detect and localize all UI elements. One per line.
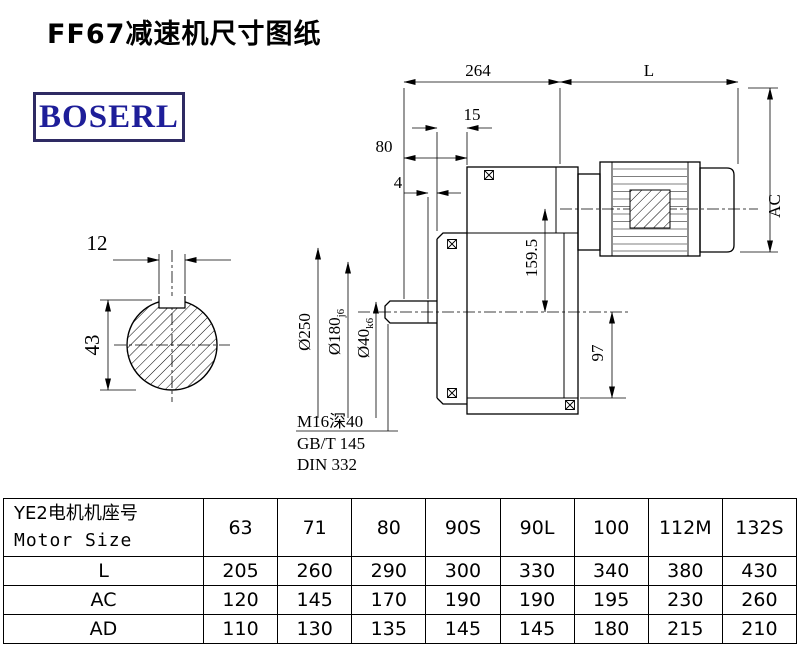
page-title: FF67减速机尺寸图纸 [47,19,322,50]
value-cell: 290 [351,556,427,586]
value-cell: 205 [202,556,279,586]
value-cell: 145 [499,614,575,644]
value-cell: 430 [721,556,798,586]
table-header-row: YE2电机机座号 Motor Size 63 71 80 90S 90L 100… [3,498,798,557]
frame-size-header: 100 [573,498,649,557]
dim-motor-AC: AC [765,194,784,218]
value-cell: 170 [351,585,427,615]
standard-din: DIN 332 [297,455,357,474]
bolt-markers [447,170,575,410]
table-row-AC: AC 120 145 170 190 190 195 230 260 [3,585,798,615]
table-row-L: L 205 260 290 300 330 340 380 430 [3,556,798,586]
value-cell: 180 [573,614,649,644]
dia-40-tolerance: k6 [364,317,376,329]
value-cell: 195 [573,585,649,615]
motor-dimension-table: YE2电机机座号 Motor Size 63 71 80 90S 90L 100… [3,498,798,644]
shaft-section-circle [126,299,218,391]
dia-180-tolerance: j6 [335,308,347,318]
boserl-logo: BOSERL [33,92,185,142]
value-cell: 260 [721,585,798,615]
frame-size-header: 90S [425,498,501,557]
frame-size-header: 80 [351,498,427,557]
value-cell: 145 [425,614,501,644]
dim-bottom-height: 97 [588,344,607,362]
dim-spigot-diameter: Ø180j6 [325,308,347,355]
mounting-flange [436,232,467,405]
value-cell: 260 [277,556,353,586]
value-cell: 230 [647,585,723,615]
value-cell: 190 [425,585,501,615]
frame-size-header: 71 [277,498,353,557]
bolt-marker-icon [565,400,575,410]
output-shaft [384,300,437,324]
keyway-clearing [159,296,185,308]
shaft-end-view [114,250,230,402]
motor-core-section [629,189,671,229]
centerlines [358,208,758,313]
dim-shaft-length: 80 [376,137,393,156]
dia-40-main: Ø40 [354,329,373,358]
frame-size-header: 132S [721,498,798,557]
keyway-slot [158,296,186,309]
table-row-AD: AD 110 130 135 145 145 180 215 210 [3,614,798,644]
dim-motor-length-L: L [644,61,654,80]
motor-adapter [577,173,601,251]
frame-size-header: 112M [647,498,723,557]
value-cell: 135 [351,614,427,644]
side-view-dimension-lines [296,79,778,432]
bolt-marker-icon [447,388,457,398]
thread-callout: M16深40 [297,412,363,431]
bolt-marker-icon [447,239,457,249]
row-label-AD: AD [3,614,204,644]
fan-cover [699,167,735,253]
value-cell: 110 [202,614,279,644]
row-label-L: L [3,556,204,586]
value-cell: 300 [425,556,501,586]
value-cell: 380 [647,556,723,586]
dim-flange-thickness: 15 [464,105,481,124]
bolt-marker-icon [484,170,494,180]
gear-housing [466,166,579,415]
dim-shaft-key-height: 43 [80,335,104,356]
value-cell: 190 [499,585,575,615]
dim-step: 4 [394,173,403,192]
motor-size-header-cell: YE2电机机座号 Motor Size [3,498,204,557]
dim-housing-length: 264 [465,61,491,80]
frame-size-header: 90L [499,498,575,557]
dim-axis-offset: 159.5 [522,239,541,277]
row-label-AC: AC [3,585,204,615]
gearbox-side-view [384,161,735,415]
standard-gbt: GB/T 145 [297,434,365,453]
end-view-dimension-lines [100,254,231,391]
value-cell: 120 [202,585,279,615]
value-cell: 210 [721,614,798,644]
value-cell: 145 [277,585,353,615]
frame-size-header: 63 [202,498,279,557]
motor-size-header-cn: YE2电机机座号 [14,503,138,525]
motor-size-header-en: Motor Size [14,529,133,551]
value-cell: 215 [647,614,723,644]
value-cell: 330 [499,556,575,586]
technical-drawing: 12 43 [80,61,784,474]
dim-keyway-width: 12 [87,231,108,255]
dia-180-main: Ø180 [325,317,344,355]
logo-text: BOSERL [39,98,179,135]
value-cell: 130 [277,614,353,644]
dim-shaft-diameter: Ø40k6 [354,317,376,358]
dim-flange-diameter: Ø250 [295,313,314,351]
value-cell: 340 [573,556,649,586]
